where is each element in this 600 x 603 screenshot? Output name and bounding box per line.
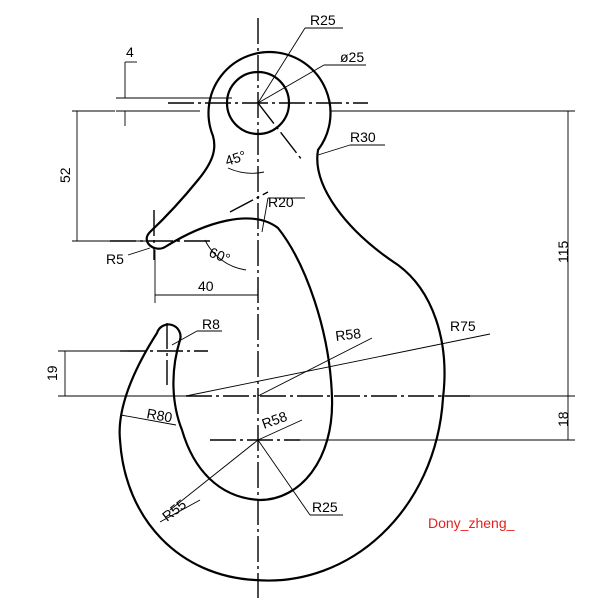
label-dim115: 115: [555, 240, 571, 263]
label-dim19: 19: [44, 365, 60, 381]
label-r20: R20: [268, 194, 294, 210]
dimension-lines: [58, 27, 575, 523]
label-r75: R75: [450, 318, 476, 334]
label-dim40: 40: [198, 278, 214, 294]
eye-hole: [225, 70, 291, 136]
label-angle45: 45°: [223, 147, 248, 169]
label-r58-upper: R58: [334, 325, 362, 344]
hook-outline: [118, 50, 446, 582]
label-angle60: 60°: [207, 244, 233, 267]
label-r30: R30: [350, 129, 376, 145]
label-dim18: 18: [555, 411, 571, 427]
label-dim52: 52: [57, 167, 73, 183]
label-dia25: ø25: [340, 49, 364, 65]
label-r25-top: R25: [310, 12, 336, 28]
label-r80: R80: [145, 405, 173, 425]
center-lines: [110, 18, 470, 598]
label-dim4: 4: [126, 44, 134, 60]
dimension-labels: R25 ø25 4 R30 52 45° R20 R5 60° 40 115 R…: [44, 12, 571, 531]
hook-body-outline: [118, 50, 446, 582]
label-r5: R5: [106, 251, 124, 267]
label-r8: R8: [202, 316, 220, 332]
label-r25-bottom: R25: [312, 499, 338, 515]
watermark-text: Dony_zheng_: [428, 515, 515, 531]
